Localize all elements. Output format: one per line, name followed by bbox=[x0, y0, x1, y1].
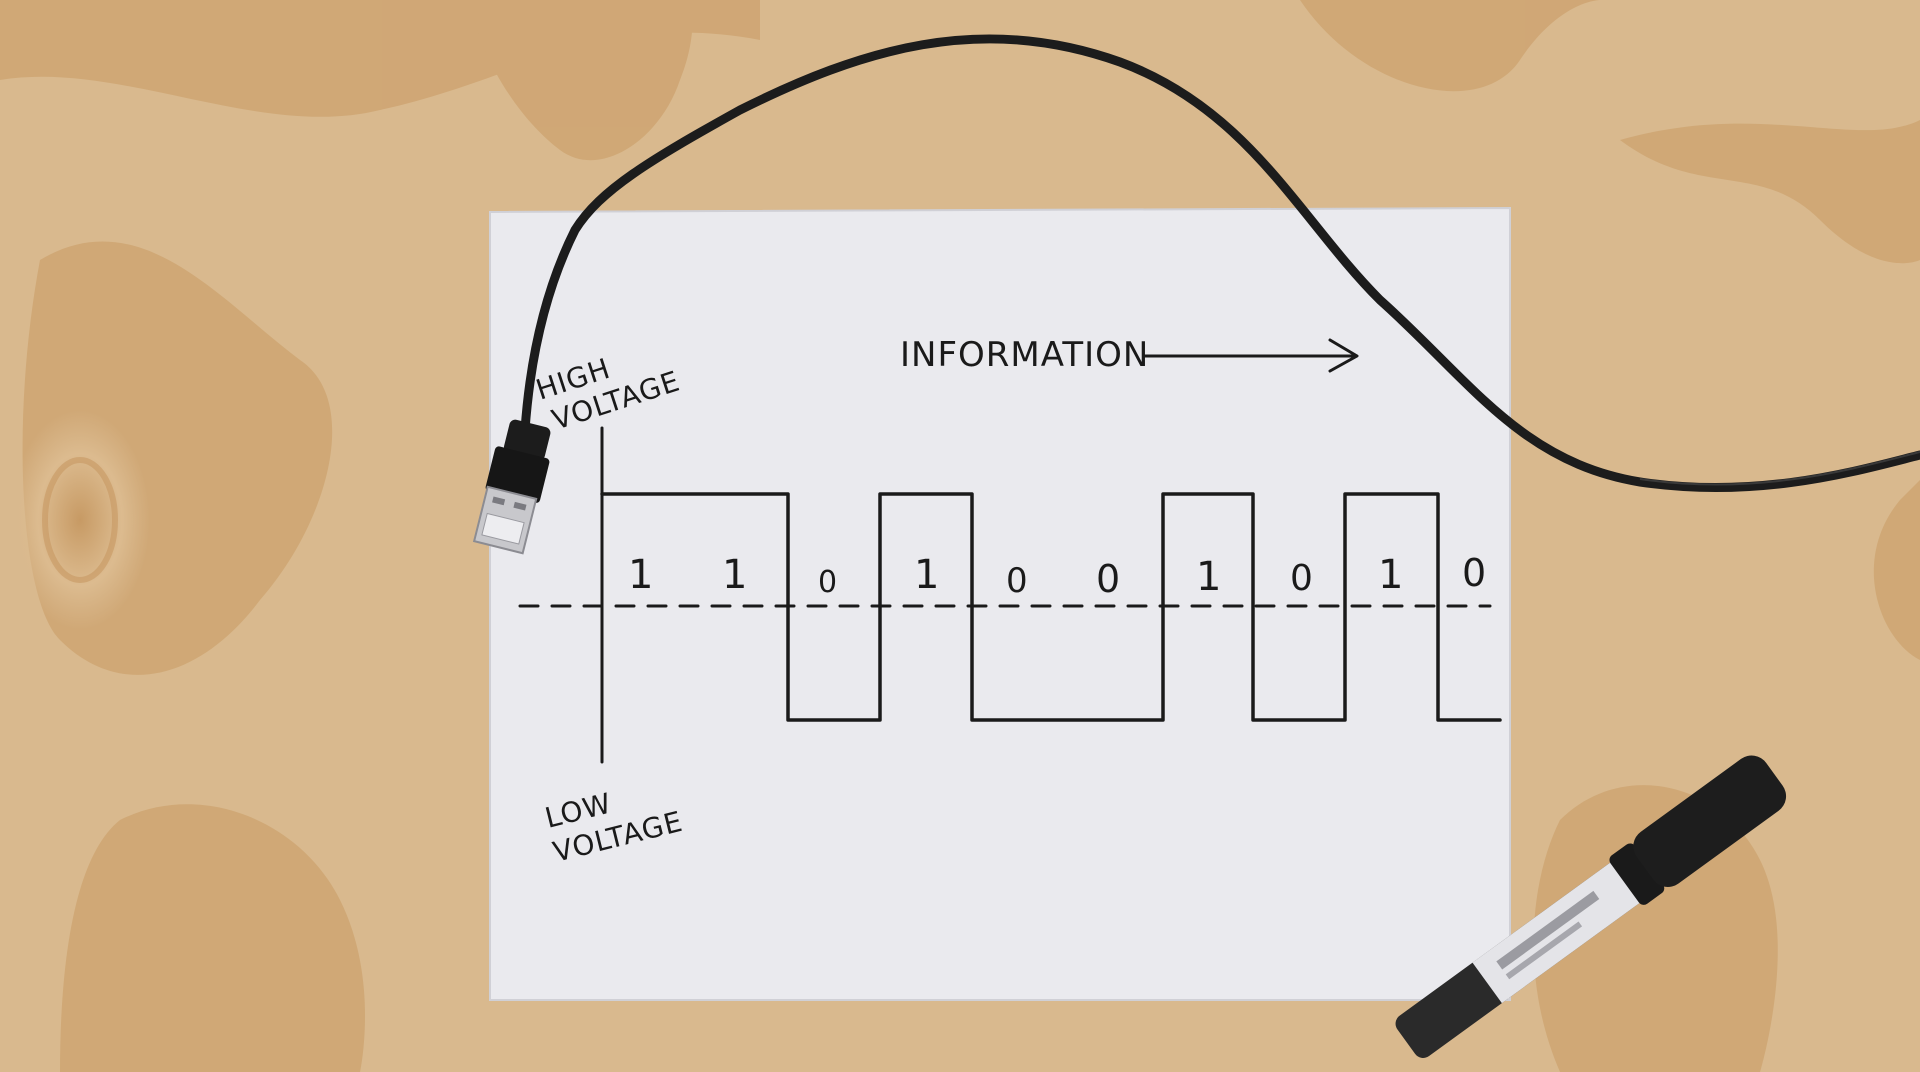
wood-knot bbox=[10, 410, 150, 630]
information-label: INFORMATION bbox=[900, 335, 1149, 375]
information-arrow bbox=[1143, 338, 1359, 373]
bit-label-7: 1 bbox=[1196, 554, 1222, 600]
bit-labels: 1 1 0 1 0 0 1 0 1 0 bbox=[628, 551, 1487, 601]
bit-label-8: 0 bbox=[1290, 558, 1314, 599]
bit-label-4: 1 bbox=[914, 552, 940, 598]
voltage-waveform bbox=[600, 492, 1502, 722]
usb-cable bbox=[520, 34, 1920, 493]
permanent-marker bbox=[1395, 755, 1787, 1058]
paper-sheet bbox=[489, 206, 1511, 1001]
bit-label-1: 1 bbox=[628, 552, 654, 598]
bit-label-2: 1 bbox=[722, 552, 748, 598]
wood-knot-ring bbox=[42, 457, 118, 583]
bit-label-3: 0 bbox=[818, 565, 838, 600]
bit-label-10: 0 bbox=[1462, 551, 1487, 595]
bit-label-6: 0 bbox=[1096, 557, 1121, 601]
usb-plug bbox=[472, 419, 551, 555]
bit-label-9: 1 bbox=[1378, 552, 1404, 598]
bit-label-5: 0 bbox=[1006, 561, 1029, 601]
